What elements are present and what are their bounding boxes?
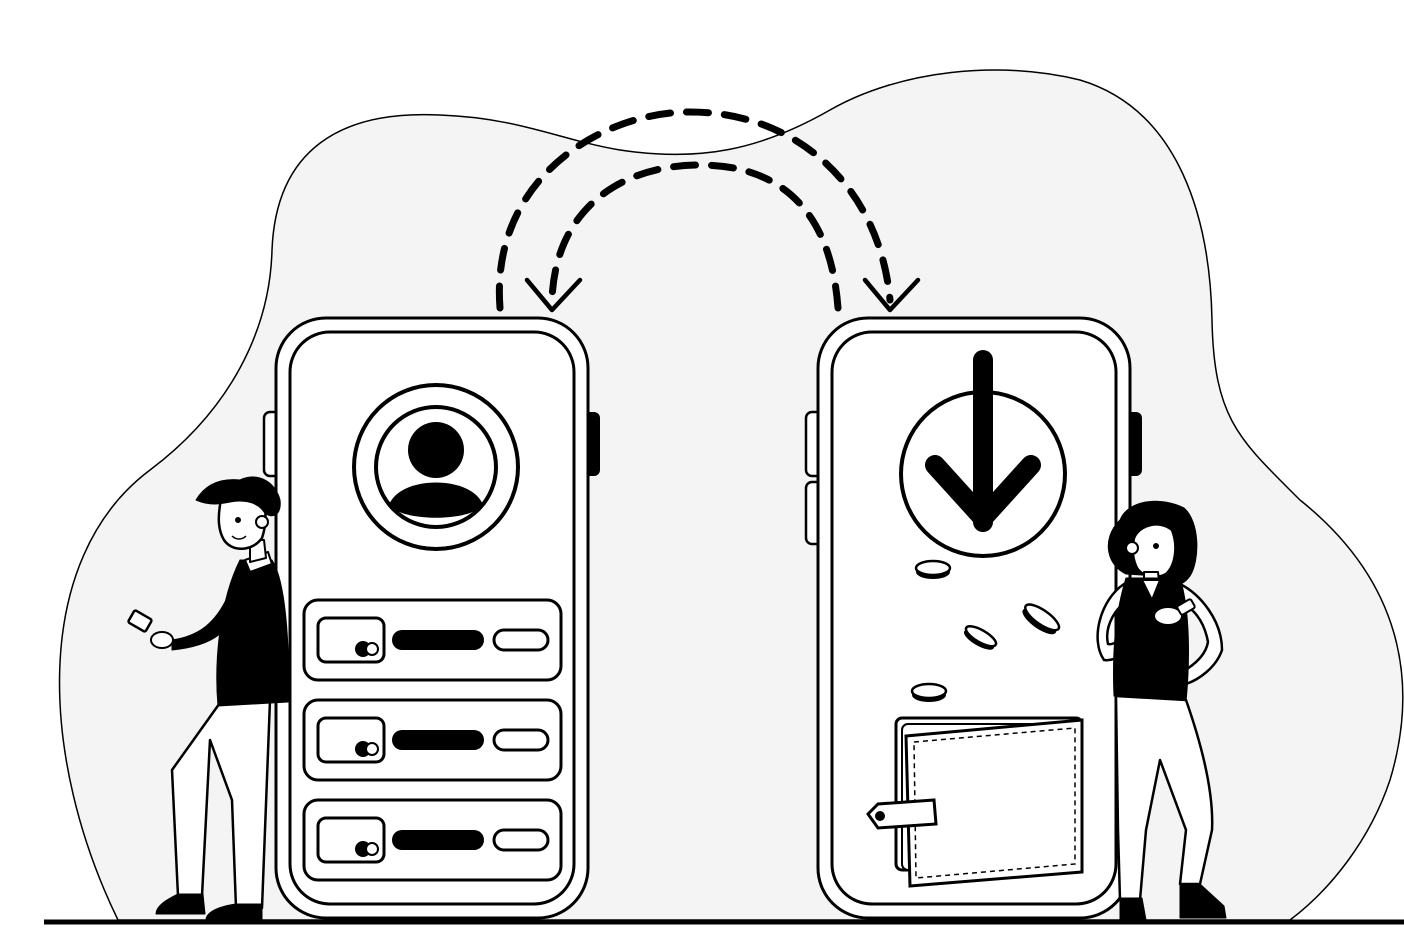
- left-phone: [262, 316, 600, 920]
- man-figure: [127, 476, 289, 921]
- coin-icon: [1022, 603, 1061, 635]
- arrowhead-right-icon: [862, 277, 921, 313]
- list-item: [302, 698, 563, 782]
- arrow-right-to-left-arc: [548, 161, 842, 312]
- woman-figure: [1096, 500, 1227, 921]
- arrowhead-left-icon: [524, 277, 583, 313]
- person-icon: [408, 422, 464, 478]
- coin-icon: [910, 682, 948, 702]
- right-phone: [804, 316, 1142, 920]
- wallet-icon: [866, 716, 1084, 888]
- avatar: [352, 383, 520, 551]
- falling-coins: [910, 559, 1061, 702]
- coin-icon: [963, 625, 998, 650]
- transfer-arrows: [495, 108, 921, 313]
- coin-icon: [914, 559, 952, 579]
- arrow-left-to-right-arc: [495, 108, 894, 312]
- list-item: [302, 598, 563, 682]
- list-item: [302, 798, 563, 882]
- download-icon: [899, 350, 1067, 558]
